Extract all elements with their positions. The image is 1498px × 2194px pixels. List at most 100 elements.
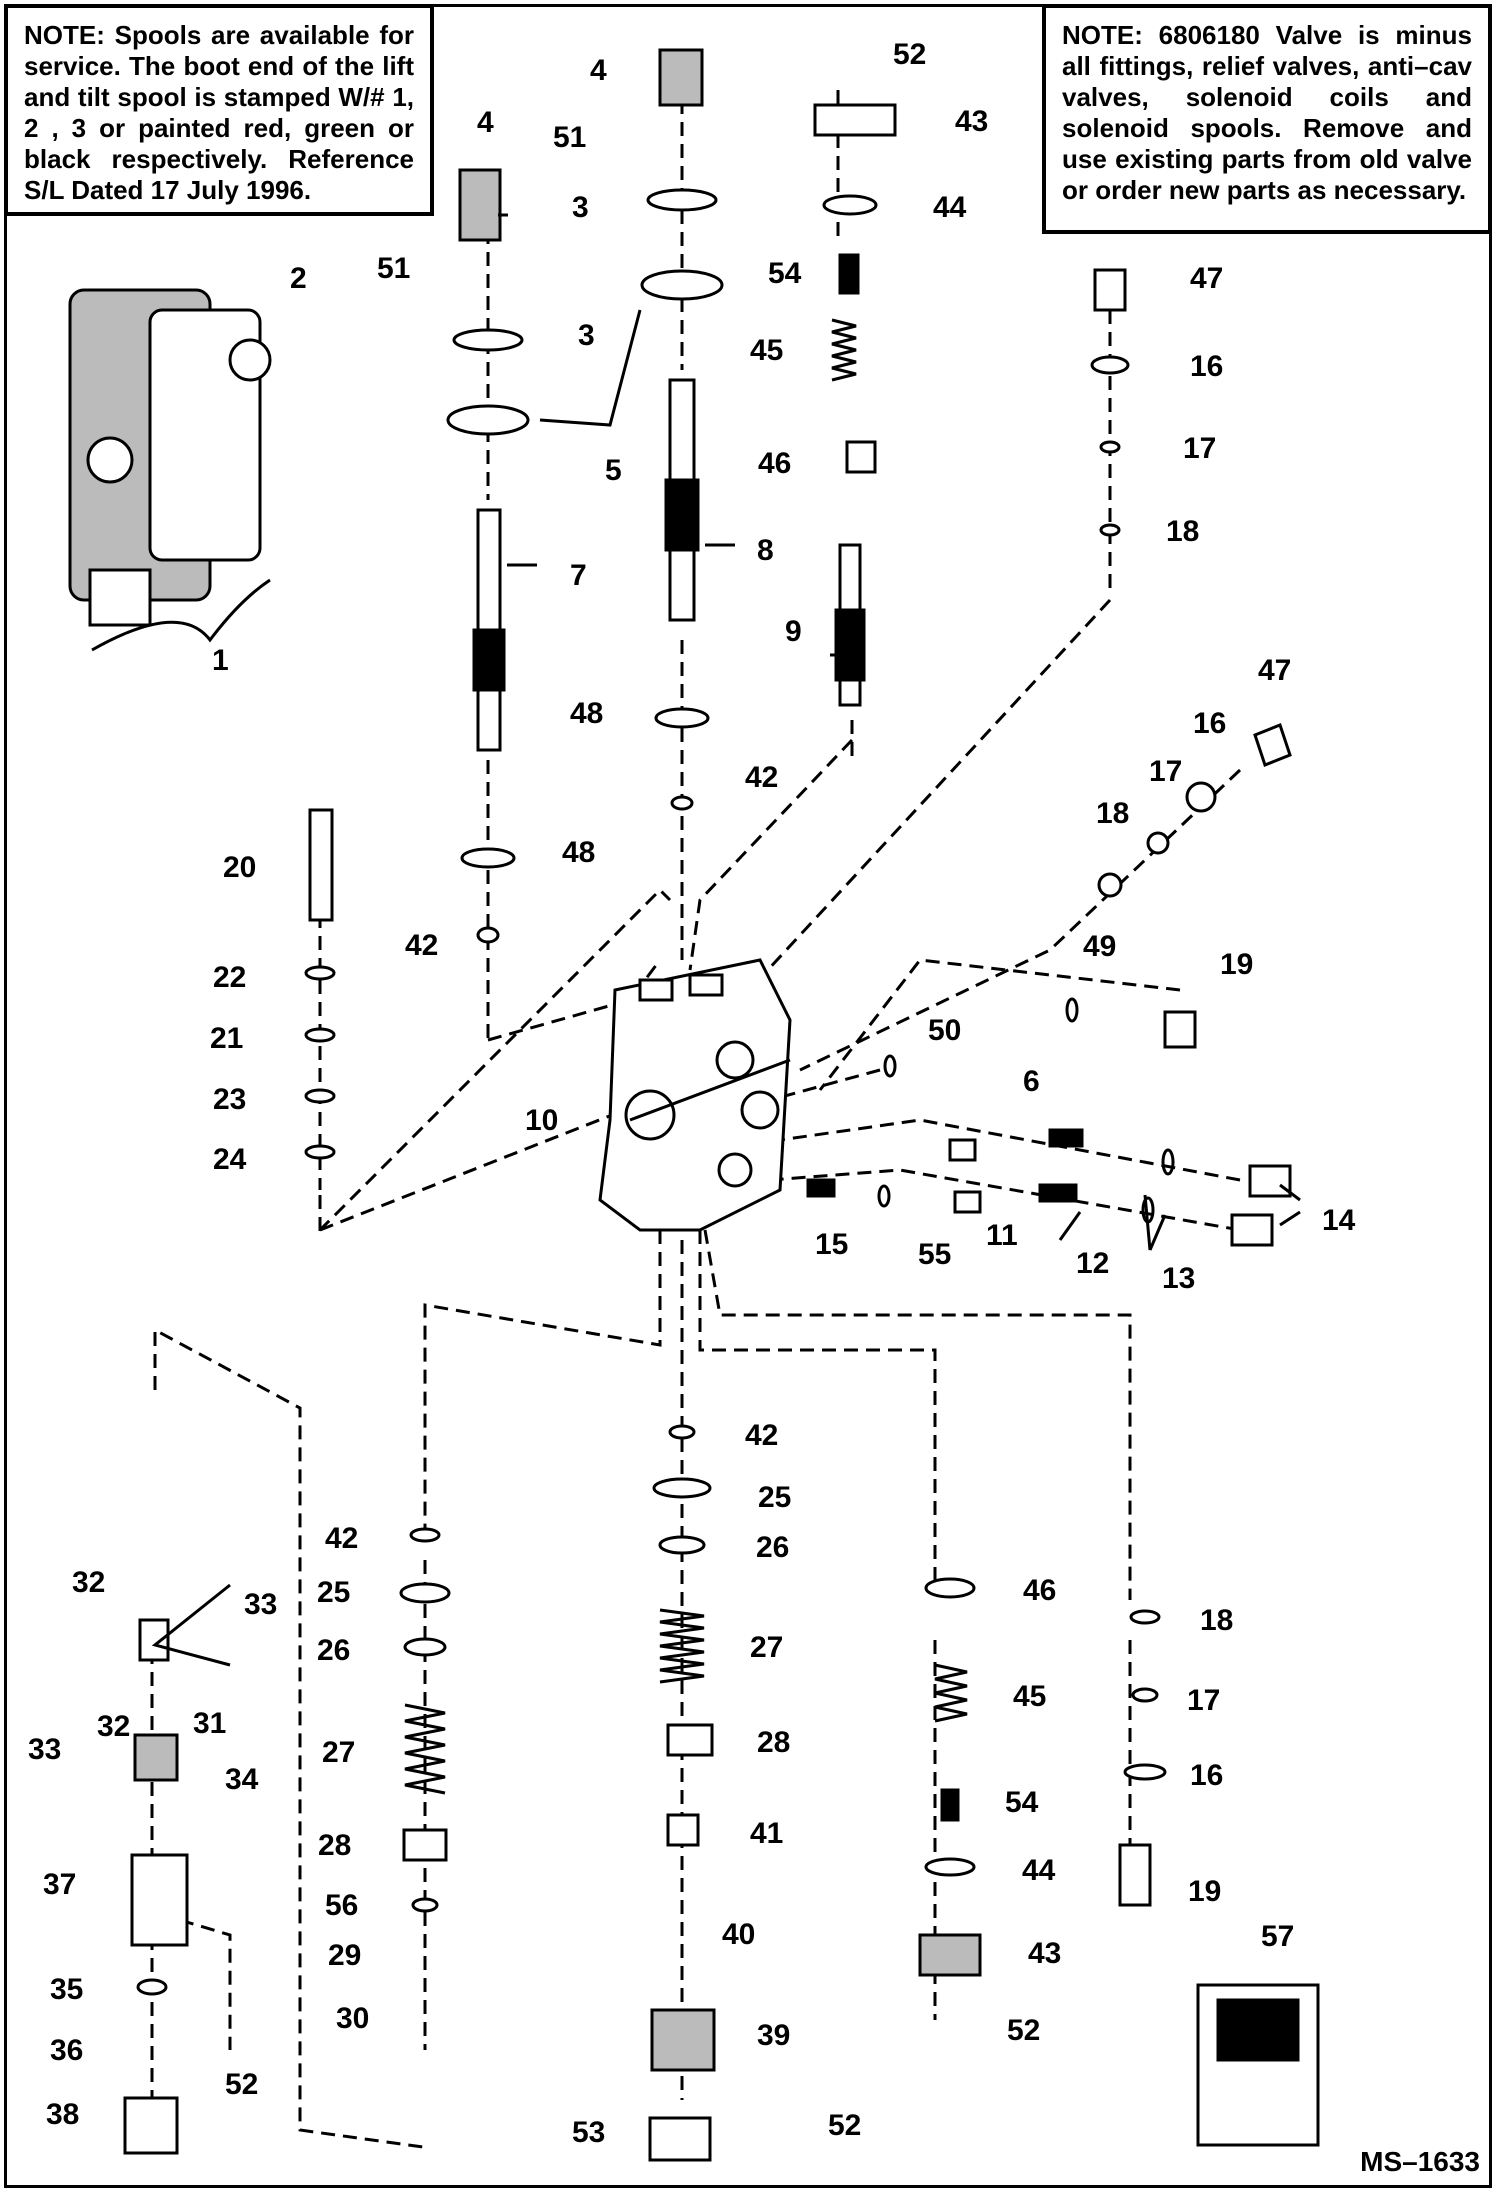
service-note: NOTE: Spools are available for service. … xyxy=(4,4,434,216)
springs xyxy=(404,253,1084,1822)
callout-31: 31 xyxy=(193,1707,226,1740)
callout-18: 18 xyxy=(1096,797,1129,830)
callout-7: 7 xyxy=(570,559,587,592)
callout-43: 43 xyxy=(1028,1937,1061,1970)
callout-56: 56 xyxy=(325,1889,358,1922)
callout-14: 14 xyxy=(1322,1204,1356,1237)
callout-44: 44 xyxy=(933,191,967,224)
callout-27: 27 xyxy=(750,1631,783,1664)
callout-52: 52 xyxy=(225,2068,258,2101)
callout-34: 34 xyxy=(225,1763,259,1796)
callout-47: 47 xyxy=(1190,262,1223,295)
callout-26: 26 xyxy=(756,1531,789,1564)
callout-8: 8 xyxy=(757,534,774,567)
callout-25: 25 xyxy=(758,1481,791,1514)
callout-42: 42 xyxy=(745,761,778,794)
callout-54: 54 xyxy=(768,257,802,290)
callout-52: 52 xyxy=(1007,2014,1040,2047)
callout-43: 43 xyxy=(955,105,988,138)
callout-18: 18 xyxy=(1200,1604,1233,1637)
callout-10: 10 xyxy=(525,1104,558,1137)
callout-22: 22 xyxy=(213,961,246,994)
callout-53: 53 xyxy=(572,2116,605,2149)
callout-13: 13 xyxy=(1162,1262,1195,1295)
callout-12: 12 xyxy=(1076,1247,1109,1280)
note-text: Spools are available for service. The bo… xyxy=(24,20,415,205)
callout-37: 37 xyxy=(43,1868,76,1901)
note-heading: NOTE: xyxy=(1062,20,1143,50)
callout-16: 16 xyxy=(1190,350,1223,383)
callout-16: 16 xyxy=(1190,1759,1223,1792)
callout-38: 38 xyxy=(46,2098,79,2131)
valve-replacement-note: NOTE: 6806180 Valve is minus all fitting… xyxy=(1042,4,1492,234)
callout-3: 3 xyxy=(572,191,589,224)
callout-4: 4 xyxy=(590,54,607,87)
callout-9: 9 xyxy=(785,615,802,648)
callout-33: 33 xyxy=(28,1733,61,1766)
callout-24: 24 xyxy=(213,1143,247,1176)
leader-lines xyxy=(151,213,1301,1667)
callout-55: 55 xyxy=(918,1238,951,1271)
callout-47: 47 xyxy=(1258,654,1291,687)
callout-28: 28 xyxy=(757,1726,790,1759)
spools xyxy=(308,378,866,912)
diagram-frame xyxy=(4,4,1492,2188)
callout-17: 17 xyxy=(1149,755,1182,788)
figure-id: MS–1633 xyxy=(1360,2146,1480,2177)
callout-15: 15 xyxy=(815,1228,848,1261)
callout-36: 36 xyxy=(50,2034,83,2067)
valve-assembly-thumbnail xyxy=(68,288,272,652)
callout-27: 27 xyxy=(322,1736,355,1769)
callout-20: 20 xyxy=(223,851,256,884)
callout-57: 57 xyxy=(1261,1920,1294,1953)
callout-4: 4 xyxy=(477,106,494,139)
callout-2: 2 xyxy=(290,262,307,295)
caps-plugs-fittings xyxy=(123,48,1320,2162)
callout-44: 44 xyxy=(1022,1854,1056,1887)
callout-50: 50 xyxy=(928,1014,961,1047)
callout-32: 32 xyxy=(97,1710,130,1743)
callout-42: 42 xyxy=(405,929,438,962)
callout-28: 28 xyxy=(318,1829,351,1862)
callout-17: 17 xyxy=(1187,1684,1220,1717)
callout-19: 19 xyxy=(1188,1875,1221,1908)
note-heading: NOTE: xyxy=(24,20,105,50)
callout-19: 19 xyxy=(1220,948,1253,981)
callout-40: 40 xyxy=(722,1918,755,1951)
callout-32: 32 xyxy=(72,1566,105,1599)
callout-42: 42 xyxy=(745,1419,778,1452)
callout-39: 39 xyxy=(757,2019,790,2052)
callout-46: 46 xyxy=(758,447,791,480)
callout-48: 48 xyxy=(562,836,595,869)
callout-23: 23 xyxy=(213,1083,246,1116)
callout-5: 5 xyxy=(605,454,622,487)
callout-11: 11 xyxy=(986,1219,1018,1252)
assembly-lines xyxy=(150,90,1242,2150)
callout-25: 25 xyxy=(317,1576,350,1609)
callout-18: 18 xyxy=(1166,515,1199,548)
callout-52: 52 xyxy=(828,2109,861,2142)
callout-52: 52 xyxy=(893,38,926,71)
callout-26: 26 xyxy=(317,1634,350,1667)
callout-51: 51 xyxy=(377,252,410,285)
callout-3: 3 xyxy=(578,319,595,352)
note-text: 6806180 Valve is minus all fittings, rel… xyxy=(1062,20,1472,205)
callout-29: 29 xyxy=(328,1939,361,1972)
callout-45: 45 xyxy=(1013,1680,1046,1713)
callout-54: 54 xyxy=(1005,1786,1039,1819)
rings-and-seals xyxy=(136,188,1217,1996)
callout-35: 35 xyxy=(50,1973,83,2006)
callout-16: 16 xyxy=(1193,707,1226,740)
callout-6: 6 xyxy=(1023,1065,1040,1098)
callout-46: 46 xyxy=(1023,1574,1056,1607)
callout-49: 49 xyxy=(1083,930,1116,963)
callout-51: 51 xyxy=(553,121,586,154)
callout-21: 21 xyxy=(210,1022,243,1055)
callout-33: 33 xyxy=(244,1588,277,1621)
callout-30: 30 xyxy=(336,2002,369,2035)
callout-45: 45 xyxy=(750,334,783,367)
callout-1: 1 xyxy=(212,644,229,677)
